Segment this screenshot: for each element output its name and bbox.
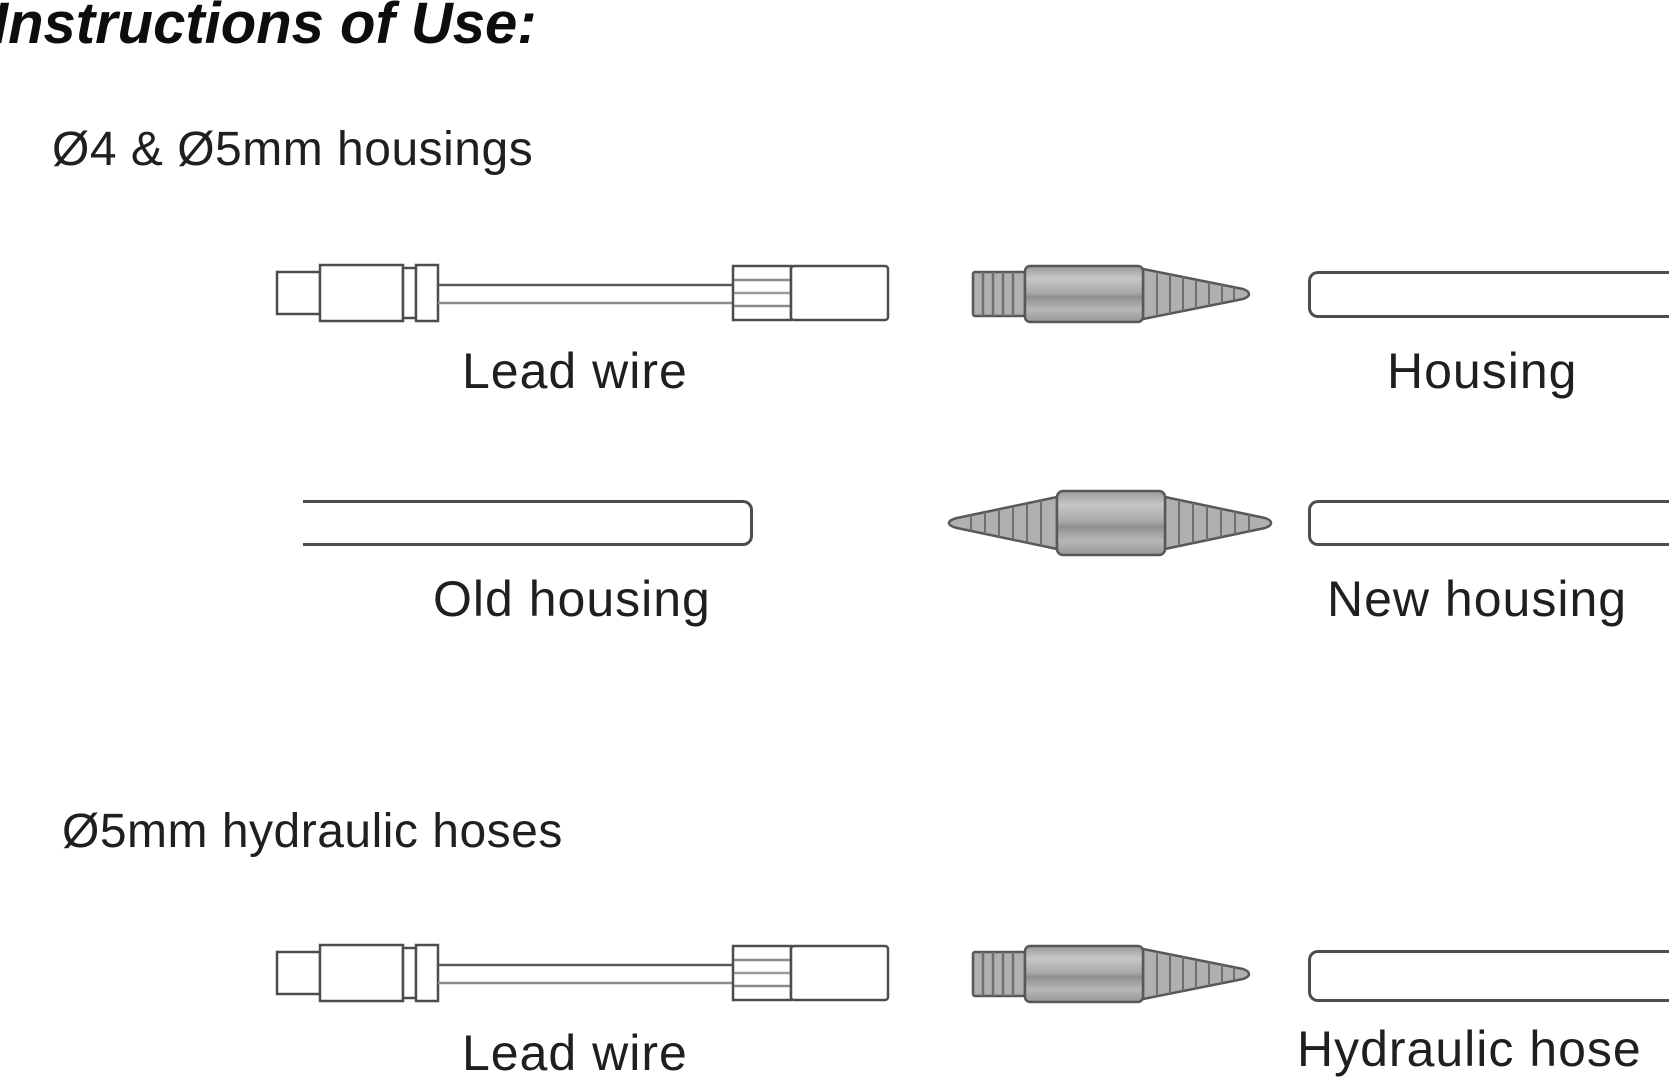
label-lead-wire-1: Lead wire xyxy=(462,343,688,399)
page-title: Instructions of Use: xyxy=(0,0,537,56)
double-barb-connector-illustration xyxy=(947,489,1273,557)
label-hydraulic-hose: Hydraulic hose xyxy=(1297,1021,1642,1077)
label-new-housing: New housing xyxy=(1327,571,1628,627)
label-old-housing: Old housing xyxy=(433,571,711,627)
lead-wire-illustration-2 xyxy=(275,943,891,1003)
section-header-housings: Ø4 & Ø5mm housings xyxy=(52,123,534,176)
hydraulic-hose-tube-illustration xyxy=(1308,950,1669,1002)
new-housing-tube-illustration xyxy=(1308,500,1669,546)
label-housing: Housing xyxy=(1387,343,1578,399)
section-header-hydraulic-hoses: Ø5mm hydraulic hoses xyxy=(62,805,563,858)
lead-wire-illustration xyxy=(275,263,891,323)
label-lead-wire-2: Lead wire xyxy=(462,1025,688,1080)
barb-connector-illustration xyxy=(971,264,1251,324)
barb-connector-illustration-2 xyxy=(971,944,1251,1004)
old-housing-tube-illustration xyxy=(303,500,753,546)
housing-tube-illustration xyxy=(1308,271,1669,318)
